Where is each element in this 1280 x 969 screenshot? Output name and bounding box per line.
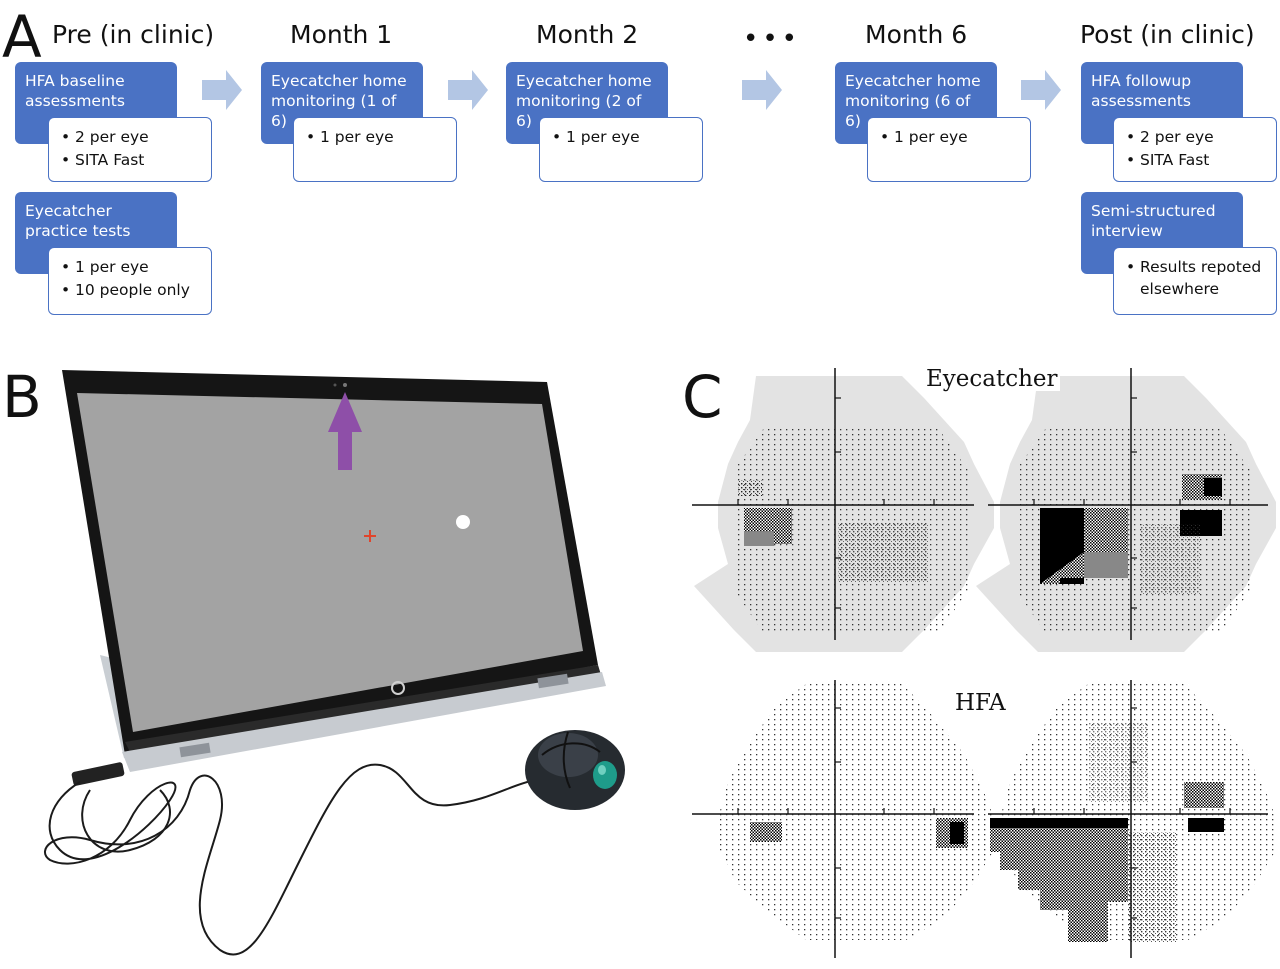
right-arrow-icon [742,70,782,110]
step-heading-line: Eyecatcher home [271,72,407,90]
step-heading-line: Semi-structured [1091,202,1216,220]
step-heading-line: assessments [1091,92,1191,110]
laptop-hinge [122,672,606,772]
right-arrow-icon [1021,70,1061,110]
hfa-right-field [990,684,1276,942]
step-heading-line: Eyecatcher [25,202,112,220]
step-heading-line: Eyecatcher home [516,72,652,90]
hfa-label: HFA [953,690,1008,716]
step-month-2-details: 1 per eye [539,117,703,182]
step-heading-line: monitoring (6 of 6) [845,92,971,130]
eyecatcher-left-field [694,376,994,652]
step-heading-line: practice tests [25,222,131,240]
step-heading-line: monitoring (1 of 6) [271,92,397,130]
timeline-ellipsis: ••• [743,24,802,54]
step-heading-line: HFA baseline [25,72,125,90]
step-month-6-details: 1 per eye [867,117,1031,182]
stage-title-month-6: Month 6 [865,20,968,49]
vf-ticks [737,397,1231,919]
stage-title-pre: Pre (in clinic) [52,20,215,49]
step-heading-line: HFA followup [1091,72,1192,90]
bullet-item: SITA Fast [1126,149,1266,172]
right-arrow-icon [448,70,488,110]
bullet-item: 1 per eye [61,256,201,279]
vf-axes [692,368,1268,958]
bullet-item: 2 per eye [61,126,201,149]
step-hfa-followup-details: 2 per eye SITA Fast [1113,117,1277,182]
webcam-icon [333,383,337,387]
panel-c-letter: C [682,363,723,431]
trackball-ball [593,761,617,789]
bullet-item: 2 per eye [1126,126,1266,149]
bullet-item: 1 per eye [306,126,446,149]
laptop-photo [44,370,625,956]
step-heading-line: monitoring (2 of 6) [516,92,642,130]
panel-a-letter: A [2,3,42,71]
bullet-item: 1 per eye [552,126,692,149]
visual-field-plots [692,368,1276,958]
step-interview-details: Results repoted elsewhere [1113,247,1277,315]
stimulus-dot [456,515,470,529]
bullet-item: SITA Fast [61,149,201,172]
eyecatcher-label: Eyecatcher [924,366,1060,392]
laptop-logo-icon [391,681,405,695]
step-hfa-baseline-details: 2 per eye SITA Fast [48,117,212,182]
hfa-left-field [718,684,994,940]
step-heading-line: assessments [25,92,125,110]
step-heading-line: interview [1091,222,1163,240]
stage-title-post: Post (in clinic) [1080,20,1255,49]
eyecatcher-right-field [976,376,1276,652]
step-heading-line: Eyecatcher home [845,72,981,90]
trackball-cable [44,763,536,956]
step-practice-tests-details: 1 per eye 10 people only [48,247,212,315]
bullet-item: Results repoted elsewhere [1126,256,1266,300]
right-arrow-icon [202,70,242,110]
bullet-item: 10 people only [61,279,201,302]
stage-title-month-2: Month 2 [536,20,639,49]
webcam-pointer-arrow [328,392,362,470]
step-month-1-details: 1 per eye [293,117,457,182]
laptop-screen [77,393,583,732]
stage-title-month-1: Month 1 [290,20,393,49]
panel-b-letter: B [2,363,42,431]
usb-plug [71,762,125,786]
bullet-item: 1 per eye [880,126,1020,149]
